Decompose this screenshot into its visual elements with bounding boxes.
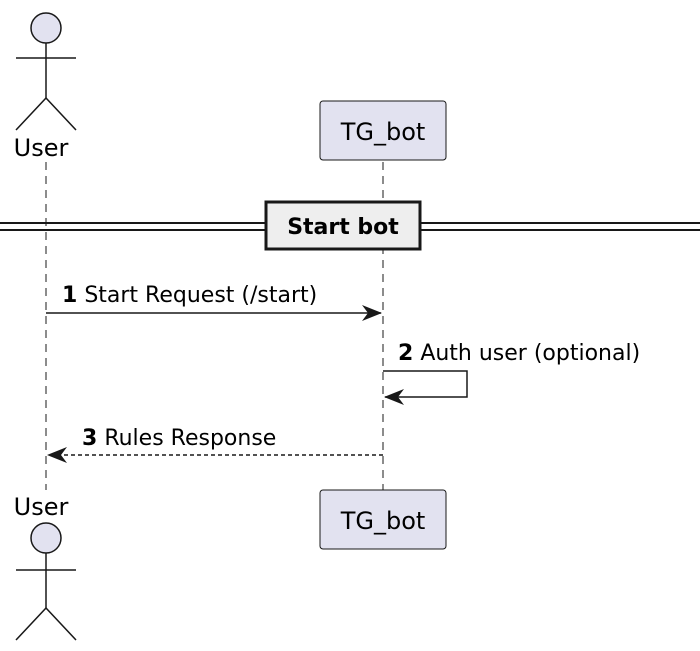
message-text: Start Request (/start) xyxy=(84,283,317,308)
divider: Start bot xyxy=(0,200,700,251)
bot-participant-top: TG_bot xyxy=(319,100,447,161)
user-actor-top: User xyxy=(14,12,77,162)
actor-head-icon xyxy=(30,522,62,554)
svg-text:2 Auth user (optional): 2 Auth user (optional) xyxy=(398,341,640,366)
user-label-bottom: User xyxy=(14,493,69,521)
message-arrow xyxy=(383,370,468,405)
message-1: 1 Start Request (/start) xyxy=(46,283,382,321)
actor-head-icon xyxy=(30,12,62,44)
divider-label: Start bot xyxy=(287,215,399,240)
message-number: 1 xyxy=(62,283,77,308)
bot-participant-bottom: TG_bot xyxy=(319,489,447,550)
user-actor-bottom: User xyxy=(14,493,77,641)
user-label-top: User xyxy=(14,134,69,162)
message-2: 2 Auth user (optional) xyxy=(383,341,640,405)
message-number: 3 xyxy=(82,426,97,451)
message-number: 2 xyxy=(398,341,413,366)
bot-label-top: TG_bot xyxy=(340,118,426,146)
bot-label-bottom: TG_bot xyxy=(340,507,426,535)
svg-text:3 Rules Response: 3 Rules Response xyxy=(82,426,276,451)
message-text: Rules Response xyxy=(104,426,276,451)
message-3: 3 Rules Response xyxy=(47,426,383,463)
svg-text:1 Start Request (/start): 1 Start Request (/start) xyxy=(62,283,317,308)
message-text: Auth user (optional) xyxy=(420,341,640,366)
